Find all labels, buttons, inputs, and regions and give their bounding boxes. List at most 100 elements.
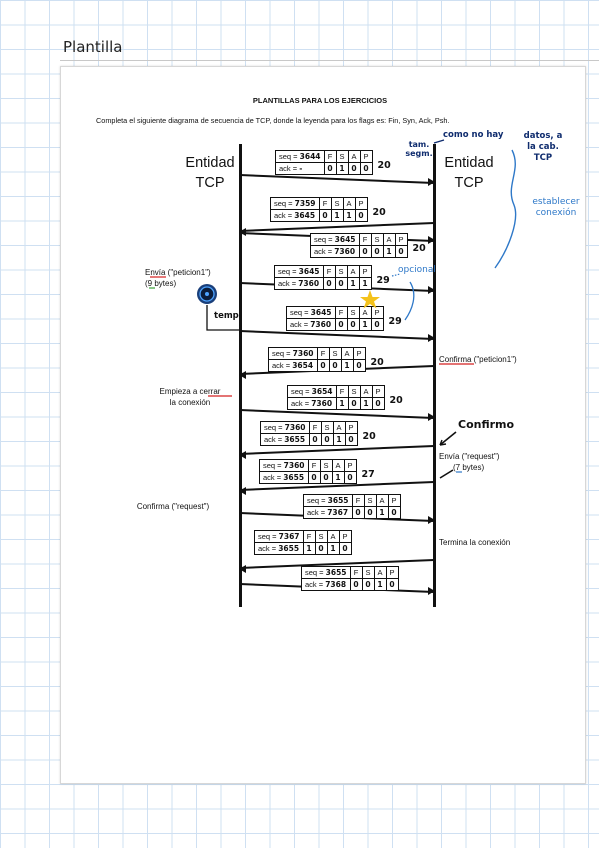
flag-header: S — [347, 386, 360, 397]
flag-value: 1 — [330, 210, 343, 221]
flag-value: 0 — [328, 360, 341, 371]
flag-header: S — [334, 266, 347, 277]
flag-value: 1 — [358, 278, 371, 289]
message-arrowhead-4 — [428, 286, 435, 294]
opcional-dots — [391, 273, 401, 277]
segment-ack: ack = 3655 — [264, 435, 306, 444]
segment-ack: ack = - — [279, 164, 303, 173]
segment-seq: seq = 7359 — [271, 198, 319, 210]
segment-ack: ack = 7360 — [314, 247, 356, 256]
segment-ack: ack = 7360 — [290, 320, 332, 329]
flag-header: P — [358, 266, 371, 277]
flag-value: 0 — [314, 543, 327, 554]
flag-value: 0 — [371, 398, 384, 409]
flag-value: 1 — [373, 579, 386, 590]
flag-value: 0 — [344, 434, 357, 445]
flag-value: 1 — [306, 544, 312, 553]
segment-ack: ack = 7368 — [305, 580, 347, 589]
right-entity-title: Entidad TCP — [444, 155, 494, 191]
flag-value: 0 — [362, 247, 368, 256]
segment-seq: seq = 3655 — [302, 567, 350, 579]
confirmo-pointer — [439, 431, 457, 446]
flag-value: 1 — [375, 507, 388, 518]
flag-header: S — [319, 460, 332, 471]
flag-header: P — [371, 386, 384, 397]
flag-header: A — [358, 307, 371, 318]
segment-size: 29 — [376, 275, 390, 286]
annotation-confirmo: Confirmo — [458, 418, 515, 431]
segment-size: 20 — [377, 160, 391, 171]
temp-bracket — [206, 305, 239, 331]
left-label-9bytes: (9 bytes) — [145, 279, 177, 288]
annotation-opcional: opcional — [398, 265, 436, 275]
arrow-como-to-tam — [433, 139, 445, 144]
flag-value: 0 — [311, 473, 317, 482]
annotation-establecer: establecer conexión — [532, 197, 580, 218]
right-label-envia-request: Envía ("request") — [439, 452, 500, 461]
flag-header: P — [344, 422, 357, 433]
flag-header: P — [352, 348, 365, 359]
flag-value: 0 — [352, 360, 365, 371]
flag-value: 1 — [332, 434, 345, 445]
flag-value: 0 — [353, 580, 359, 589]
flag-value: 1 — [342, 210, 355, 221]
flag-header: A — [346, 266, 359, 277]
flag-value: 0 — [363, 507, 376, 518]
flag-header: F — [353, 568, 359, 577]
segment-size: 20 — [389, 395, 403, 406]
flag-value: 0 — [320, 434, 333, 445]
flag-header: P — [354, 198, 367, 209]
flag-value: 0 — [361, 579, 374, 590]
star-icon — [360, 290, 380, 309]
flag-value: 1 — [331, 472, 344, 483]
flag-value: 0 — [327, 164, 333, 173]
flag-header: S — [314, 531, 327, 542]
message-arrowhead-9 — [239, 487, 246, 495]
flag-value: 0 — [334, 278, 347, 289]
annotation-como-no-hay: como no hay — [443, 130, 504, 140]
flag-value: 0 — [346, 319, 359, 330]
flag-value: 0 — [338, 320, 344, 329]
flag-value: 1 — [358, 319, 371, 330]
flag-value: 0 — [387, 507, 400, 518]
flag-header: F — [306, 532, 312, 541]
flag-value: 1 — [340, 360, 353, 371]
segment-seq: seq = 7360 — [269, 348, 317, 360]
segment-size: 20 — [372, 207, 386, 218]
segment-ack: ack = 7367 — [307, 508, 349, 517]
document-heading: PLANTILLAS PARA LOS EJERCICIOS — [252, 96, 388, 105]
message-arrowhead-10 — [428, 516, 435, 524]
right-label-termina: Termina la conexión — [439, 538, 511, 547]
flag-header: A — [340, 348, 353, 359]
segment-size: 20 — [362, 431, 376, 442]
flag-header: A — [331, 460, 344, 471]
flag-value: 0 — [355, 508, 361, 517]
annotation-tam-segm: tam. segm. — [405, 140, 433, 158]
message-arrowhead-8 — [239, 451, 246, 459]
flag-header: F — [312, 423, 318, 432]
segment-seq: seq = 3645 — [287, 307, 335, 319]
instruction-text: Completa el siguiente diagrama de secuen… — [96, 116, 450, 125]
flag-header: P — [370, 307, 383, 318]
flag-header: P — [385, 567, 398, 578]
flag-value: 0 — [385, 579, 398, 590]
segment-ack: ack = 3654 — [272, 361, 314, 370]
left-label-temp: temp — [214, 311, 239, 321]
segment-seq: seq = 3645 — [311, 234, 359, 246]
flag-value: 1 — [346, 278, 359, 289]
establecer-brace — [494, 149, 517, 269]
request-pointer — [439, 469, 454, 479]
segment-seq: seq = 3645 — [275, 266, 323, 278]
flag-header: F — [338, 308, 344, 317]
flag-value: 0 — [320, 361, 326, 370]
flag-value: 1 — [359, 398, 372, 409]
right-lifeline — [433, 144, 436, 607]
flag-header: F — [326, 267, 332, 276]
flag-header: S — [320, 422, 333, 433]
flag-value: 0 — [343, 472, 356, 483]
flag-header: S — [370, 234, 383, 245]
flag-value: 0 — [347, 398, 360, 409]
